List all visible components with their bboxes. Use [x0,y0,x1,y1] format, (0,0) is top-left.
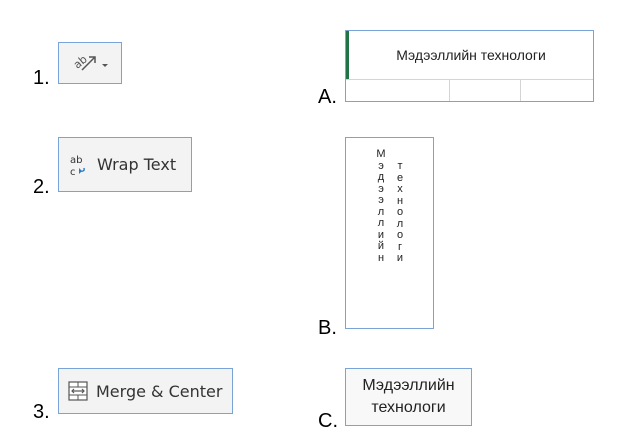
vertical-char: х [397,183,403,195]
option-b-letter: B. [318,317,337,339]
option-c-line1: Мэдээллийн [362,377,455,394]
option-c-line2: технологи [371,399,446,416]
option-a-green-edge [346,31,349,79]
vertical-char: н [396,194,404,207]
vertical-char: т [397,160,403,172]
option-c-cell: Мэдээллийн технологи [345,368,472,426]
merge-center-icon [68,381,88,401]
merge-center-label: Merge & Center [96,381,223,401]
item-1-number: 1. [33,67,50,89]
option-a-letter: A. [318,86,337,108]
vertical-char: д [377,171,385,183]
vertical-char: н [377,251,385,264]
vertical-char: г [397,240,402,253]
option-a-col-divider-2 [520,80,521,101]
item-2-number: 2. [33,176,50,198]
wrap-text-button[interactable]: ab c Wrap Text [58,137,192,192]
vertical-char: о [396,229,404,241]
vertical-char: й [377,240,385,252]
wrap-text-icon: ab c [70,155,85,178]
vertical-char: л [377,217,385,229]
item-3-number: 3. [33,401,50,423]
vertical-char: М [376,148,386,160]
vertical-char: э [378,182,384,195]
vertical-char: л [377,205,385,218]
vertical-char: о [396,206,404,218]
vertical-char: э [378,194,384,206]
chevron-down-icon [102,64,108,67]
wrap-glyph-bottom: c [70,167,76,178]
svg-text:ab: ab [71,53,90,72]
merge-center-button[interactable]: Merge & Center [58,368,233,414]
vertical-char: и [377,228,385,241]
vertical-char: е [396,171,404,184]
option-a-text: Мэдээллийн технологи [396,47,546,63]
vertical-char: э [378,159,384,172]
option-a-col-divider-1 [449,80,450,101]
vertical-char: и [396,252,404,264]
wrap-text-label: Wrap Text [97,155,177,174]
option-a-row-divider [346,79,593,80]
option-a-cell: Мэдээллийн технологи [345,30,594,102]
text-orientation-icon: ab [71,53,108,72]
vertical-char: л [396,217,404,230]
wrap-glyph-top: ab [70,155,82,166]
option-c-letter: C. [318,410,338,432]
orientation-button[interactable]: ab [58,42,122,84]
